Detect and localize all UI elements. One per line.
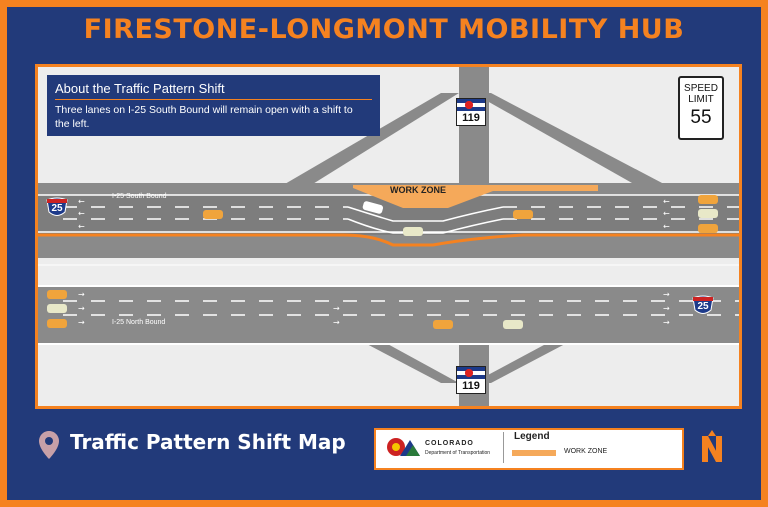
cdot-logo-icon bbox=[387, 438, 420, 456]
interstate-25-shield-south: 25 bbox=[46, 197, 68, 219]
speed-sign-line1: SPEED bbox=[684, 83, 718, 94]
car bbox=[698, 195, 718, 204]
north-arrow-icon bbox=[702, 430, 722, 462]
colorado-flag-icon bbox=[457, 99, 485, 111]
svg-text:←: ← bbox=[78, 222, 85, 231]
southbound-label: I-25 South Bound bbox=[112, 193, 167, 200]
location-pin-icon bbox=[39, 431, 59, 459]
car bbox=[433, 320, 453, 329]
map-title: Traffic Pattern Shift Map bbox=[70, 430, 346, 454]
svg-text:→: → bbox=[663, 304, 670, 313]
car bbox=[362, 201, 384, 214]
work-zone-label: WORK ZONE bbox=[390, 185, 446, 195]
svg-text:→: → bbox=[78, 318, 85, 327]
svg-text:→: → bbox=[78, 290, 85, 299]
interstate-25-shield-north: 25 bbox=[692, 295, 714, 317]
svg-text:←: ← bbox=[663, 209, 670, 218]
interstate-shield-icon bbox=[692, 295, 714, 314]
car bbox=[513, 210, 533, 219]
svg-text:→: → bbox=[663, 290, 670, 299]
interstate-number: 25 bbox=[51, 203, 63, 214]
route-119-shield-top: 119 bbox=[456, 98, 486, 126]
page-title: FIRESTONE-LONGMONT MOBILITY HUB bbox=[83, 14, 685, 45]
svg-text:→: → bbox=[78, 304, 85, 313]
interstate-number: 25 bbox=[697, 301, 709, 312]
car bbox=[698, 224, 718, 233]
legend-work-zone-swatch bbox=[512, 450, 556, 456]
legend-title: Legend bbox=[514, 431, 550, 442]
car bbox=[698, 209, 718, 218]
about-panel: About the Traffic Pattern Shift Three la… bbox=[47, 75, 380, 136]
about-body: Three lanes on I-25 South Bound will rem… bbox=[55, 104, 353, 130]
svg-text:→: → bbox=[333, 318, 340, 327]
work-zone-area bbox=[353, 185, 598, 208]
speed-sign-value: 55 bbox=[690, 107, 712, 128]
colorado-flag-icon bbox=[457, 367, 485, 379]
speed-sign-line2: LIMIT bbox=[688, 94, 714, 105]
svg-text:←: ← bbox=[663, 222, 670, 231]
about-heading: About the Traffic Pattern Shift bbox=[55, 81, 225, 96]
svg-text:→: → bbox=[333, 304, 340, 313]
svg-text:→: → bbox=[663, 318, 670, 327]
svg-text:←: ← bbox=[663, 197, 670, 206]
about-divider bbox=[55, 99, 372, 100]
logo-legend-box bbox=[374, 428, 684, 470]
car bbox=[47, 319, 67, 328]
route-number: 119 bbox=[462, 380, 480, 392]
car bbox=[47, 290, 67, 299]
vehicles bbox=[47, 195, 718, 329]
route-number: 119 bbox=[462, 112, 480, 124]
cdot-dept: Department of Transportation bbox=[425, 450, 491, 456]
car bbox=[47, 304, 67, 313]
legend-work-zone-label: WORK ZONE bbox=[564, 448, 608, 455]
car bbox=[403, 227, 423, 236]
svg-text:←: ← bbox=[78, 209, 85, 218]
interstate-shield-icon bbox=[46, 197, 68, 216]
median bbox=[38, 258, 739, 286]
northbound-label: I-25 North Bound bbox=[112, 319, 166, 326]
car bbox=[203, 210, 223, 219]
car bbox=[503, 320, 523, 329]
cdot-name: COLORADO bbox=[425, 440, 474, 447]
legend-divider bbox=[503, 432, 504, 463]
svg-text:←: ← bbox=[78, 197, 85, 206]
route-119-shield-bottom: 119 bbox=[456, 366, 486, 394]
speed-limit-sign: SPEED LIMIT 55 bbox=[678, 76, 724, 140]
